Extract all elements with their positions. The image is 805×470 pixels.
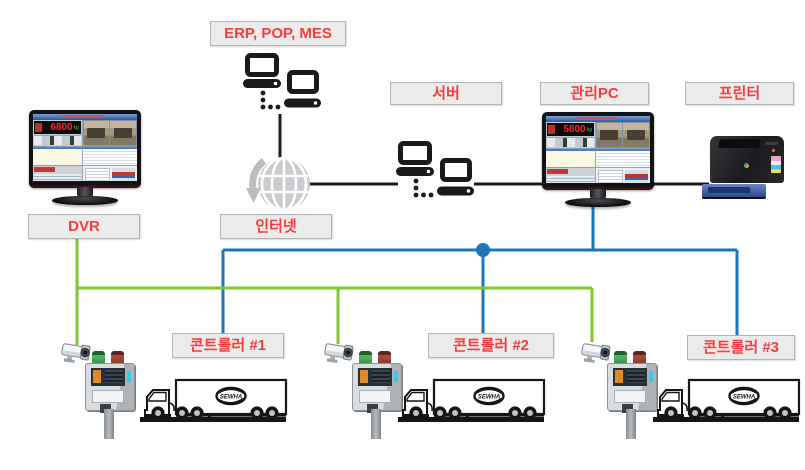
monitor-stand-neck xyxy=(590,189,606,200)
label-server: 서버 xyxy=(390,82,502,105)
printer-device xyxy=(702,136,786,200)
form-panel xyxy=(595,168,650,183)
controller-box xyxy=(607,363,657,413)
label-erp-pop-mes: ERP, POP, MES xyxy=(210,21,346,46)
truck-logo-text: SEWHA xyxy=(478,395,500,401)
controller-pole xyxy=(371,409,381,439)
monitor-stand-base xyxy=(52,196,118,205)
internet-globe-icon xyxy=(246,156,310,212)
printer-color-sticker xyxy=(771,156,781,173)
controller-display xyxy=(358,368,392,386)
monitor-stand-neck xyxy=(77,187,93,198)
printer-body xyxy=(710,136,784,183)
label-internet: 인터넷 xyxy=(220,214,332,239)
totals-panel xyxy=(546,168,596,183)
controller-box xyxy=(352,363,402,413)
red-lamp-icon xyxy=(111,351,124,366)
entry-panel xyxy=(546,149,596,167)
printer-led xyxy=(772,149,775,152)
green-lamp-icon xyxy=(92,351,105,366)
label-dvr: DVR xyxy=(28,214,140,239)
label-controller-1: 콘트롤러 #1 xyxy=(172,333,284,358)
weight-value: 5800 xyxy=(563,124,586,135)
weight-unit: kg xyxy=(586,126,592,133)
truck-1: SEWHA xyxy=(140,378,288,422)
green-lamp-icon xyxy=(359,351,372,366)
server-computers-icon xyxy=(396,141,474,198)
printer-control-panel xyxy=(764,142,778,145)
label-mgmt-pc: 관리PC xyxy=(540,82,649,105)
controller-pole xyxy=(626,409,636,439)
label-controller-2: 콘트롤러 #2 xyxy=(428,333,554,358)
truck-logo-text: SEWHA xyxy=(220,395,242,401)
label-printer: 프린터 xyxy=(685,82,794,105)
monitor-stand-base xyxy=(565,198,631,207)
controller-display xyxy=(91,368,125,386)
weight-unit: kg xyxy=(73,124,79,131)
truck-2: SEWHA xyxy=(398,378,546,422)
cctv-camera-3-icon xyxy=(581,343,611,363)
cctv-camera-2-icon xyxy=(324,343,354,363)
truck-3: SEWHA xyxy=(653,378,801,422)
printer-output-tray xyxy=(718,139,762,148)
erp-computers-icon xyxy=(243,53,321,110)
controller-box xyxy=(85,363,135,413)
cctv-preview-panel xyxy=(82,120,137,146)
records-table xyxy=(82,147,137,165)
truck-logo-text: SEWHA xyxy=(733,395,755,401)
entry-panel xyxy=(33,147,83,165)
green-lamp-icon xyxy=(614,351,627,366)
red-lamp-icon xyxy=(633,351,646,366)
cctv-preview-panel xyxy=(595,122,650,148)
app-titlebar xyxy=(33,114,137,120)
controller-pole xyxy=(104,409,114,439)
blue-junction-dot xyxy=(476,243,490,257)
records-table xyxy=(595,149,650,167)
cctv-camera-1-icon xyxy=(61,343,91,363)
red-lamp-icon xyxy=(378,351,391,366)
app-titlebar xyxy=(546,116,650,122)
totals-panel xyxy=(33,166,83,181)
weight-value: 6800 xyxy=(50,122,73,133)
label-controller-3: 콘트롤러 #3 xyxy=(687,335,795,360)
controller-display xyxy=(613,368,647,386)
form-panel xyxy=(82,166,137,181)
